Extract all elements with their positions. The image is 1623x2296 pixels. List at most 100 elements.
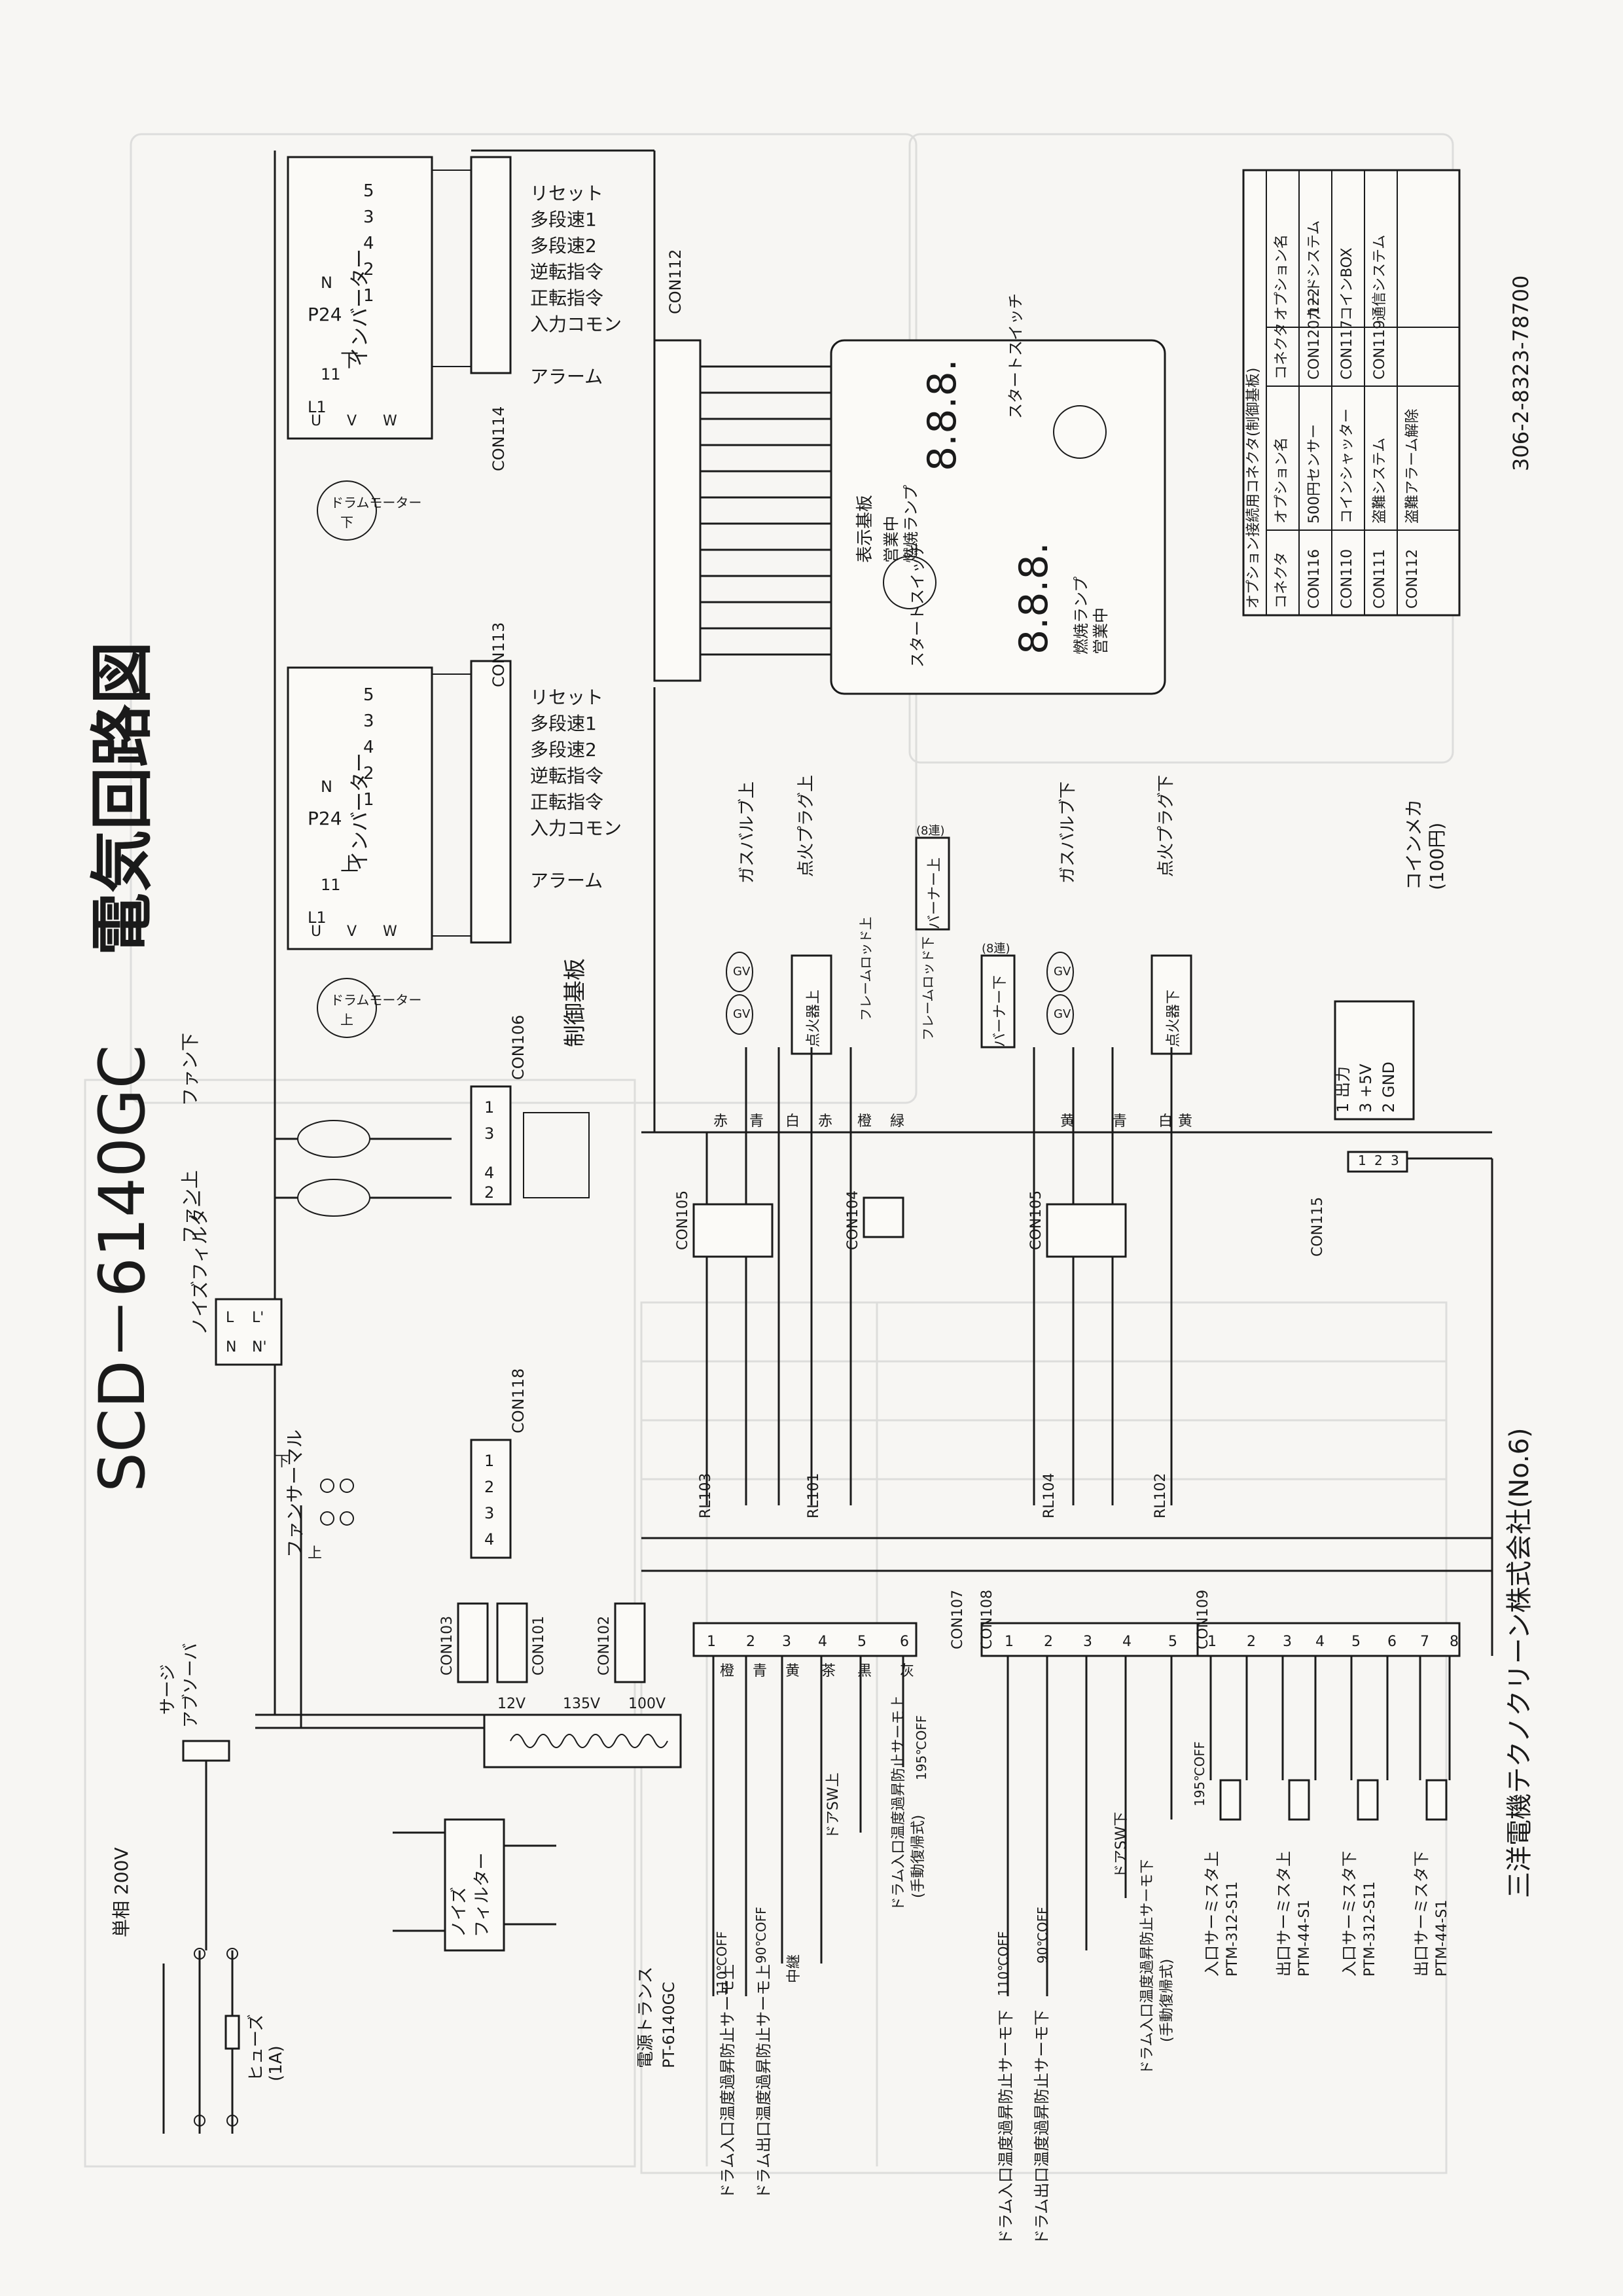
svg-text:盗難アラーム解除: 盗難アラーム解除 [1404, 409, 1421, 524]
svg-text:1: 1 [363, 286, 374, 306]
svg-text:(手動復帰式): (手動復帰式) [910, 1815, 927, 1898]
svg-text:3: 3 [1283, 1634, 1292, 1650]
svg-text:スタートスイッチ: スタートスイッチ [1007, 293, 1025, 419]
svg-text:1: 1 [484, 1098, 494, 1117]
svg-text:CON120,122: CON120,122 [1306, 288, 1323, 380]
noise-filter-label-2: フィルター [473, 1853, 492, 1937]
svg-text:オプション名: オプション名 [1274, 437, 1290, 524]
svg-text:4: 4 [363, 738, 374, 757]
gas-valve-down2-icon [1046, 994, 1074, 1035]
svg-text:カードシステム: カードシステム [1306, 221, 1323, 321]
drum-motor-lower-icon [317, 480, 377, 541]
gas-valve-up2-icon [726, 994, 753, 1035]
con113-connector: CON113 [431, 622, 512, 944]
svg-text:燃焼ランプ: 燃焼ランプ [1072, 577, 1090, 655]
svg-text:コネクタ: コネクタ [1274, 323, 1290, 380]
svg-text:3: 3 [1391, 1153, 1399, 1168]
thermistor-3-icon [1357, 1779, 1379, 1821]
svg-text:4: 4 [818, 1634, 827, 1650]
noise-filter: ノイズ フィルター ノイズフィルター L L' N N' [189, 1189, 556, 1952]
transformer-model: PT-6140GC [660, 1982, 678, 2068]
svg-text:110℃OFF: 110℃OFF [714, 1931, 730, 1996]
svg-text:4: 4 [484, 1530, 494, 1549]
svg-text:逆転指令: 逆転指令 [530, 765, 603, 787]
svg-text:PTM-44-S1: PTM-44-S1 [1434, 1899, 1450, 1977]
svg-text:点火器下: 点火器下 [1166, 990, 1182, 1047]
con112-connector: CON112 [653, 249, 831, 682]
svg-text:4: 4 [484, 1164, 494, 1182]
svg-text:ガスバルブ下: ガスバルブ下 [1058, 781, 1078, 884]
svg-text:2: 2 [1044, 1634, 1053, 1650]
svg-text:(手動復帰式): (手動復帰式) [1159, 1959, 1175, 2042]
svg-text:CON117: CON117 [1339, 320, 1355, 380]
svg-text:1: 1 [363, 790, 374, 810]
svg-text:5: 5 [363, 181, 374, 201]
svg-text:CON108: CON108 [979, 1590, 995, 1649]
company-name: 三洋電機テクノクリーン株式会社(No.6) [1505, 1427, 1535, 1898]
svg-text:茶: 茶 [821, 1663, 836, 1679]
inverter-lower-title: インバーター [349, 249, 372, 367]
svg-text:下: 下 [340, 350, 359, 371]
inverter-lower-pin-labels: 5 3 4 2 1 [363, 181, 374, 306]
svg-text:3 +5V: 3 +5V [1357, 1064, 1375, 1113]
title-block: SCD－6140GC 電気回路図 [86, 641, 159, 1492]
svg-text:燃焼ランプ: 燃焼ランプ [902, 485, 920, 563]
noise-filter-label-1: ノイズ [450, 1887, 469, 1937]
svg-text:CON118: CON118 [509, 1369, 527, 1433]
surge-label: サージ [158, 1664, 178, 1715]
svg-text:V: V [347, 413, 357, 429]
tap-135v: 135V [563, 1696, 600, 1712]
svg-text:GV: GV [733, 965, 751, 978]
svg-text:(100円): (100円) [1426, 823, 1448, 890]
svg-text:バーナー下: バーナー下 [992, 975, 1008, 1047]
svg-text:U: U [311, 413, 321, 429]
svg-text:点火器上: 点火器上 [806, 990, 822, 1047]
svg-text:CON105: CON105 [1028, 1191, 1044, 1250]
inverter-upper-block: インバーター 上 P24 11 N L1 5 3 4 2 1 ドラムモーター 上… [287, 666, 433, 1038]
nf-term-n2: N' [252, 1339, 267, 1355]
svg-text:RL101: RL101 [806, 1473, 822, 1518]
svg-text:営業中: 営業中 [1092, 607, 1110, 655]
fan-thermal-upper: 上 [308, 1545, 322, 1562]
svg-text:赤: 赤 [713, 1113, 728, 1130]
svg-text:2: 2 [363, 260, 374, 279]
svg-text:4: 4 [363, 234, 374, 253]
gas-valve-down-icon [1046, 952, 1074, 992]
svg-text:黄: 黄 [785, 1663, 800, 1679]
svg-text:多段速1: 多段速1 [530, 209, 597, 230]
diagram-heading: 電気回路図 [86, 641, 159, 956]
svg-text:ガスバルブ上: ガスバルブ上 [738, 781, 757, 884]
svg-text:195℃OFF: 195℃OFF [914, 1715, 929, 1780]
svg-text:アラーム: アラーム [530, 870, 603, 891]
svg-text:ドアSW下: ドアSW下 [1113, 1812, 1130, 1878]
svg-text:CON112: CON112 [666, 249, 685, 314]
svg-text:3: 3 [363, 711, 374, 731]
svg-text:PTM-312-S11: PTM-312-S11 [1224, 1881, 1241, 1977]
svg-text:オプション名: オプション名 [1274, 234, 1290, 321]
svg-text:ドアSW上: ドアSW上 [825, 1772, 842, 1839]
svg-text:2: 2 [363, 764, 374, 783]
svg-text:多段速2: 多段速2 [530, 739, 597, 761]
svg-text:ドラムモーター: ドラムモーター [330, 992, 421, 1008]
svg-text:2: 2 [1247, 1634, 1256, 1650]
svg-text:6: 6 [1387, 1634, 1397, 1650]
inverter-signal-labels-upper: リセット 多段速1 多段速2 逆転指令 正転指令 入力コモン アラーム [530, 687, 622, 891]
svg-text:オプション接続用コネクタ(制御基板): オプション接続用コネクタ(制御基板) [1245, 368, 1262, 609]
svg-text:ドラム出口温度過昇防止サーモ下: ドラム出口温度過昇防止サーモ下 [1033, 2010, 1051, 2245]
svg-text:CON119: CON119 [1372, 320, 1388, 380]
svg-text:フレームロッド上: フレームロッド上 [858, 917, 874, 1021]
thermistor-4-icon [1425, 1779, 1448, 1821]
svg-text:多段速1: 多段速1 [530, 713, 597, 734]
con114-connector: CON114 [431, 156, 512, 471]
seg-display-2: 8.8.8. [1011, 542, 1057, 655]
svg-text:入力コモン: 入力コモン [530, 314, 622, 335]
svg-text:L1: L1 [308, 398, 327, 416]
inverter-upper-title: インバーター [349, 753, 372, 870]
svg-text:上: 上 [340, 853, 359, 875]
svg-text:11: 11 [321, 365, 341, 384]
svg-text:ドラム入口温度過昇防止サーモ上: ドラム入口温度過昇防止サーモ上 [719, 1964, 737, 2199]
svg-text:3: 3 [484, 1504, 494, 1522]
fan-bottom-label: ファン下 [179, 1033, 201, 1106]
svg-text:CON102: CON102 [596, 1616, 613, 1676]
svg-text:(8連): (8連) [916, 824, 945, 838]
